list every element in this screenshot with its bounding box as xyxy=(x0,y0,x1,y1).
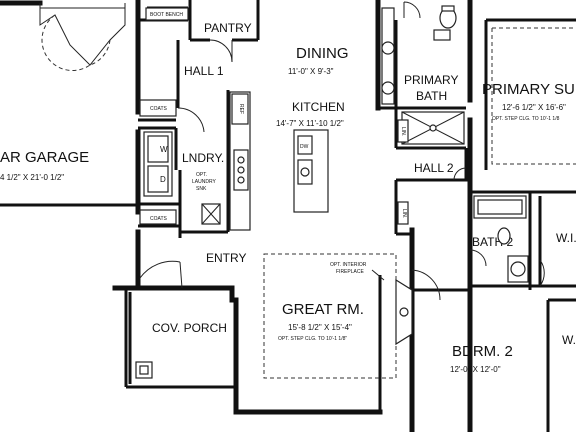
lndry-note3: SNK xyxy=(196,186,207,192)
pantry-area: BOOT BENCH PANTRY xyxy=(145,7,252,63)
hall2-name: HALL 2 xyxy=(414,161,454,175)
lin1-label: LIN. xyxy=(400,127,406,136)
lndry-note1: OPT. xyxy=(196,172,207,178)
kitchen-size: 14'-7" X 11'-10 1/2" xyxy=(276,119,344,128)
laundry-area: W D LNDRY. OPT. LAUNDRY SNK xyxy=(143,131,224,225)
pantry-name: PANTRY xyxy=(204,21,252,35)
lndry-note2: LAUNDRY xyxy=(192,179,216,185)
kitchen-area: REF DW KITCHEN 14'-7" X 11'-10 1/2" xyxy=(229,91,345,231)
garage-size: 4 1/2" X 21'-0 1/2" xyxy=(0,173,64,182)
linen1-closet xyxy=(397,119,409,143)
wic2-name: W.I xyxy=(562,333,576,347)
cov-porch-name: COV. PORCH xyxy=(152,321,227,335)
lndry-name: LNDRY. xyxy=(182,151,224,165)
wic1-door-swing xyxy=(539,259,545,287)
garage-name: AR GARAGE xyxy=(0,149,89,166)
primary-suite-size: 12'-6 1/2" X 16'-6" xyxy=(502,103,566,112)
coats2-label: COATS xyxy=(150,216,168,222)
dw-label: DW xyxy=(300,144,309,150)
hall1-door-swing xyxy=(177,107,205,133)
great-rm-size: 15'-8 1/2" X 15'-4" xyxy=(288,323,352,332)
great-rm-note: OPT. STEP CLG. TO 10'-1 1/8" xyxy=(278,336,347,342)
wic1-name: W.I.C xyxy=(556,231,576,245)
bdrm2-door-swing xyxy=(411,269,441,301)
fireplace-note1: OPT. INTERIOR xyxy=(330,262,367,268)
cov-porch-area: COV. PORCH xyxy=(135,321,227,379)
coats-closets: COATS COATS xyxy=(139,99,177,225)
primary-suite-note: OPT. STEP CLG. TO 10'-1 1/8 xyxy=(492,116,560,122)
primary-bath-area: PRIMARY BATH xyxy=(381,1,465,145)
hall1-name: HALL 1 xyxy=(184,64,224,78)
great-room-area: GREAT RM. 15'-8 1/2" X 15'-4" OPT. STEP … xyxy=(263,253,413,379)
primary-bath-name1: PRIMARY xyxy=(404,73,458,87)
kitchen-name: KITCHEN xyxy=(292,100,345,114)
great-rm-name: GREAT RM. xyxy=(282,301,364,318)
primary-suite-name: PRIMARY SUI xyxy=(482,81,576,98)
garage-area: AR GARAGE 4 1/2" X 21'-0 1/2" xyxy=(0,3,126,182)
dining-size: 11'-0" X 9'-3" xyxy=(288,67,334,76)
hall2-door-swing xyxy=(453,167,467,181)
linen2-closet xyxy=(397,201,409,225)
bdrm2-size: 12'-0" X 12'-0" xyxy=(450,365,501,374)
lin2-label: LIN. xyxy=(401,209,407,218)
fireplace-note2: FIREPLACE xyxy=(336,269,364,275)
svg-text:D: D xyxy=(160,175,166,184)
bath2-area: BATH 2 xyxy=(469,195,529,283)
dining-name: DINING xyxy=(296,45,349,62)
bdrm2-name: BDRM. 2 xyxy=(452,343,513,360)
primary-bath-name2: BATH xyxy=(416,89,447,103)
coats1-label: COATS xyxy=(150,106,168,112)
svg-text:W: W xyxy=(160,145,168,154)
entry-name: ENTRY xyxy=(206,251,246,265)
ref-label: REF xyxy=(238,104,244,114)
boot-bench-label: BOOT BENCH xyxy=(150,12,183,18)
entry-door-swing xyxy=(139,260,181,279)
